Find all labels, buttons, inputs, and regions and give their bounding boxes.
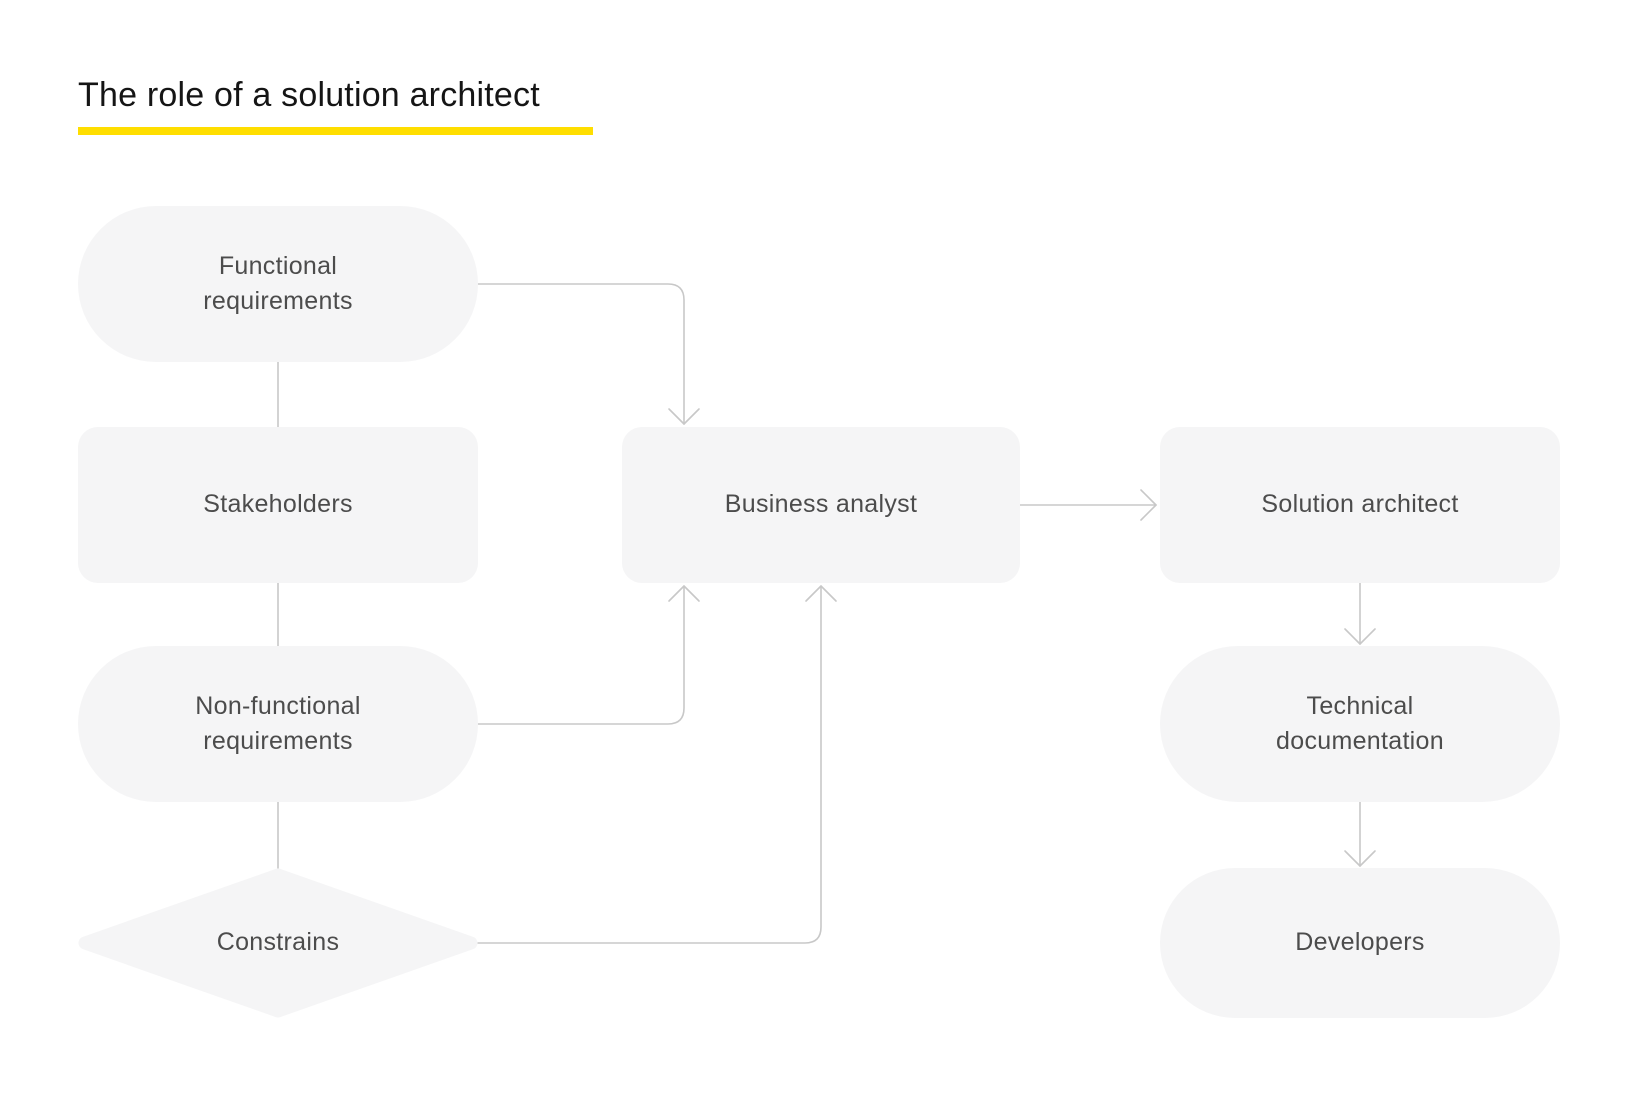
arrowhead-down-icon xyxy=(1344,850,1376,867)
node-label: Solution architect xyxy=(1261,490,1459,519)
node-stakeholders: Stakeholders xyxy=(78,427,478,583)
node-solution-architect: Solution architect xyxy=(1160,427,1560,583)
edge-functional-requirements-to-business-analyst xyxy=(477,283,700,425)
arrowhead-up-icon xyxy=(668,585,700,602)
node-non-functional-requirements: Non-functional requirements xyxy=(78,646,478,802)
edge-technical-documentation-to-developers xyxy=(1344,801,1376,867)
edge-constrains-to-business-analyst xyxy=(477,585,837,944)
node-business-analyst: Business analyst xyxy=(622,427,1020,583)
diamond-shape-icon xyxy=(78,868,478,1018)
edge-business-analyst-to-solution-architect xyxy=(1019,489,1157,521)
node-constrains: Constrains xyxy=(78,868,478,1018)
node-label: Technical documentation xyxy=(1276,691,1444,756)
arrowhead-right-icon xyxy=(1140,489,1157,521)
edge-non-functional-requirements-to-business-analyst xyxy=(477,585,700,725)
arrowhead-up-icon xyxy=(805,585,837,602)
node-label: Business analyst xyxy=(724,490,918,519)
arrowhead-down-icon xyxy=(668,408,700,425)
node-label: Developers xyxy=(1295,928,1425,957)
edge-solution-architect-to-technical-documentation xyxy=(1344,582,1376,645)
title-underline xyxy=(78,127,593,135)
node-label: Stakeholders xyxy=(203,490,353,519)
node-functional-requirements: Functional requirements xyxy=(78,206,478,362)
node-technical-documentation: Technical documentation xyxy=(1160,646,1560,802)
arrowhead-down-icon xyxy=(1344,628,1376,645)
node-label: Non-functional requirements xyxy=(195,691,361,756)
node-developers: Developers xyxy=(1160,868,1560,1018)
node-label: Constrains xyxy=(216,928,340,957)
page-title: The role of a solution architect xyxy=(78,76,540,114)
node-label: Functional requirements xyxy=(203,251,353,316)
